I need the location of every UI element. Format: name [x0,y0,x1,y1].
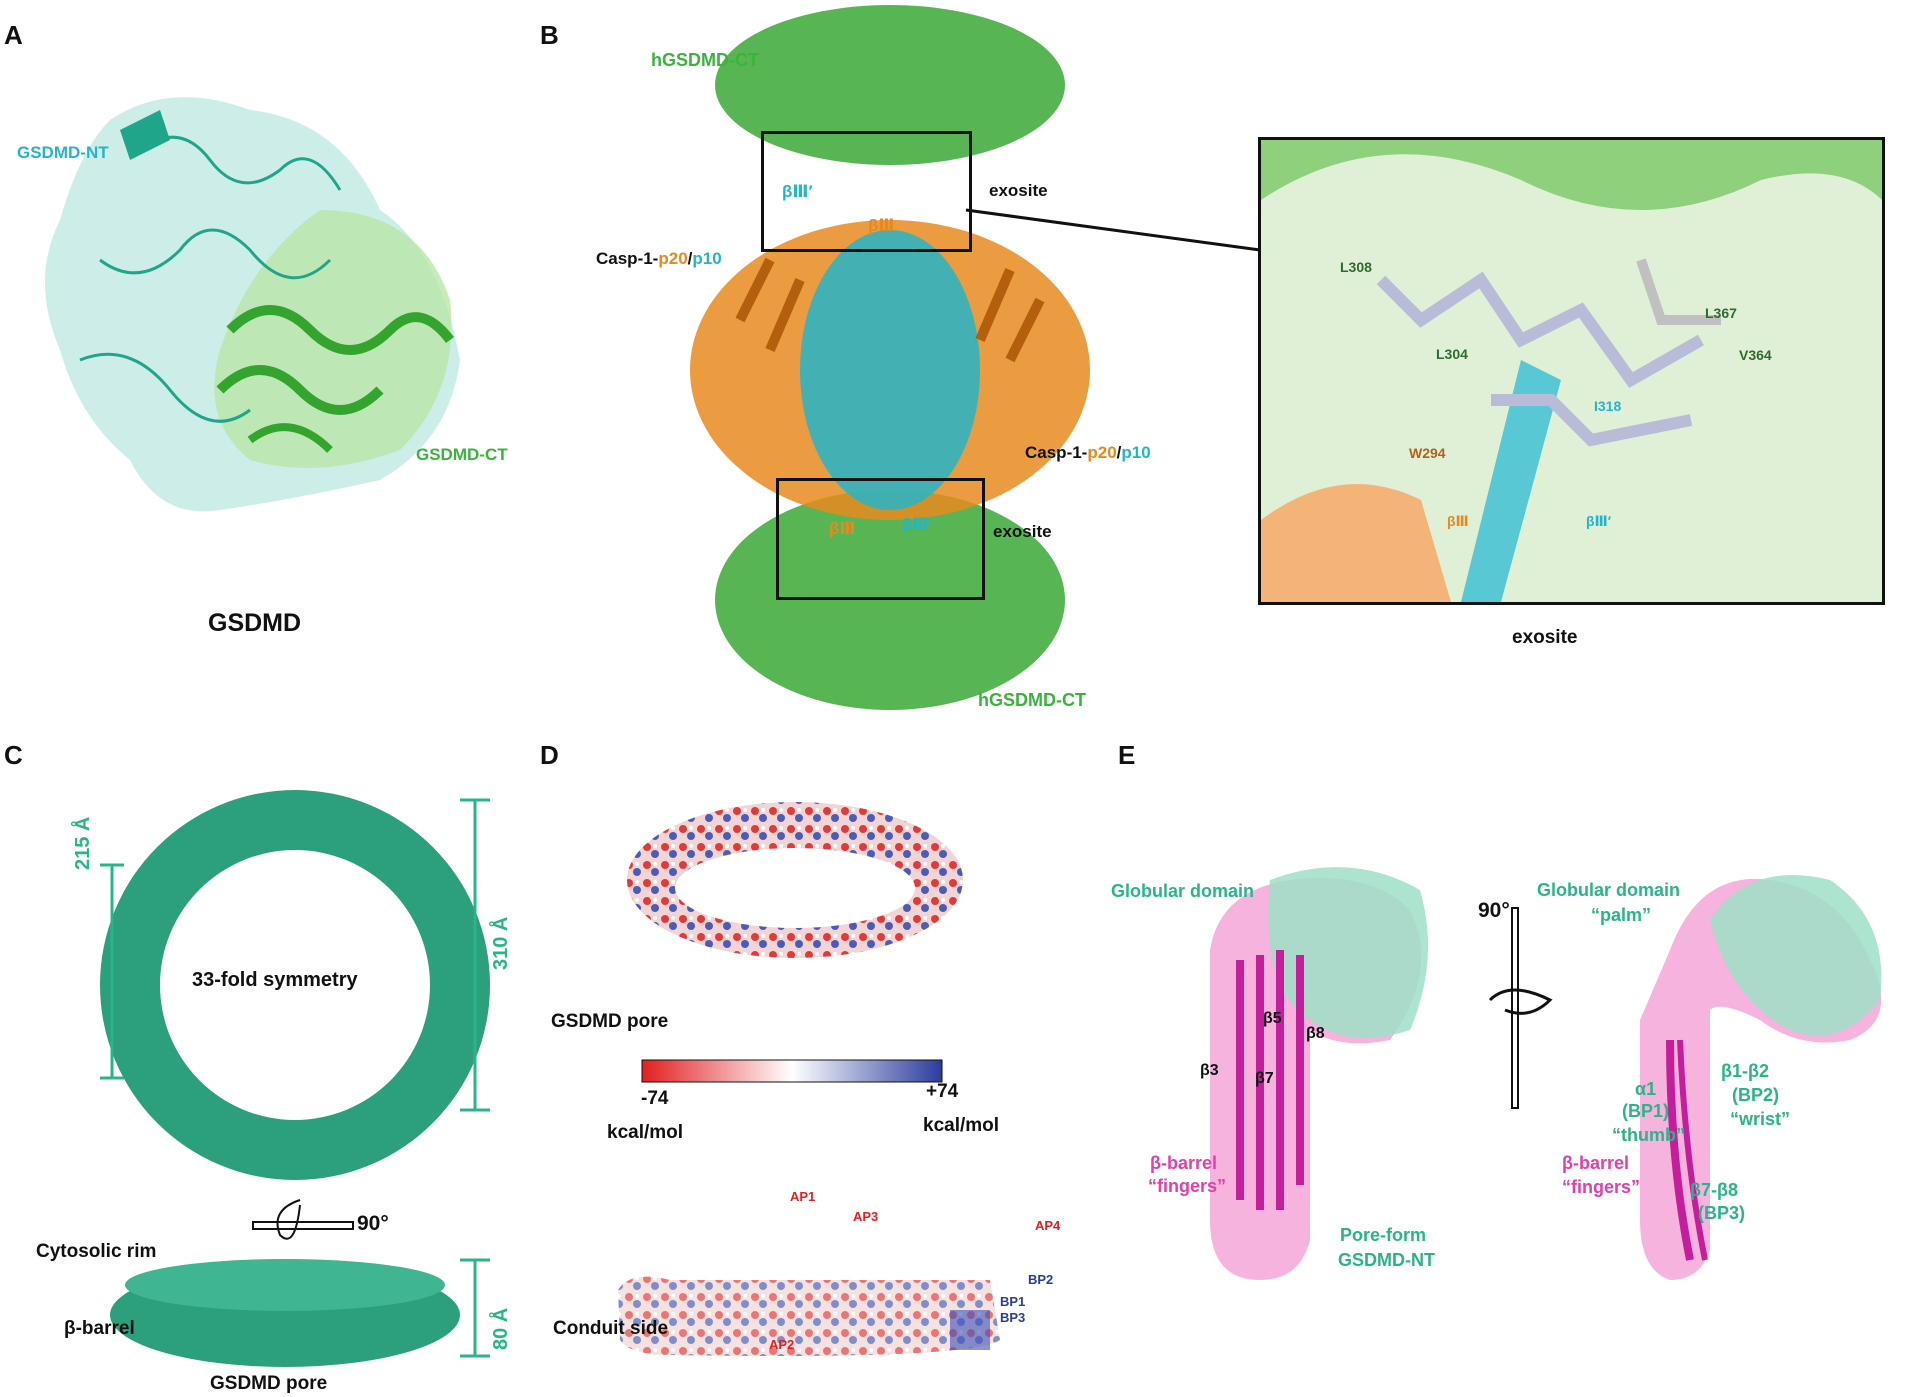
inset-beta3-prime: βⅢ′ [1586,513,1612,529]
beta-barrel-right: β-barrel [1562,1153,1630,1173]
inner-diameter-label: 215 Å [72,816,94,870]
rotation-label-e: 90° [1478,899,1510,922]
bp2-label-e: (BP2) [1732,1085,1780,1105]
beta8-label: β8 [1306,1025,1325,1042]
hgsdmd-ct-bottom-label: hGSDMD-CT [978,690,1086,710]
inset-structure [1261,140,1882,602]
symmetry-label: 33-fold symmetry [192,969,358,991]
residue-l308: L308 [1340,259,1372,275]
palm-label: “palm” [1591,905,1652,925]
ap1-label: AP1 [790,1189,816,1204]
panel-letter-e: E [1118,740,1136,770]
beta3-bottom-label: βⅢ [829,519,856,538]
beta-barrel-left: β-barrel [1150,1153,1218,1173]
inset-beta3: βⅢ [1447,513,1469,529]
inset-caption: exosite [1512,627,1578,648]
panel-letter-d: D [540,740,559,770]
gsdmd-pore-title: GSDMD pore [210,1373,328,1394]
beta3-prime-bottom-label: βⅢ′ [902,515,933,534]
ap4-label: AP4 [1035,1218,1061,1233]
bp1-label-e: (BP1) [1622,1101,1670,1121]
globular-domain-left: Globular domain [1111,881,1255,901]
residue-v364: V364 [1739,347,1772,363]
cytosolic-rim-label: Cytosolic rim [36,1241,157,1262]
fingers-right: “fingers” [1562,1177,1641,1197]
exosite-inset: L308 L304 L367 V364 I318 W294 βⅢ βⅢ′ [1258,137,1885,605]
beta-barrel-label: β-barrel [64,1318,135,1339]
bp3-label-e: (BP3) [1698,1203,1746,1223]
rotation-label: 90° [357,1212,389,1235]
bp3-label: BP3 [1000,1310,1026,1325]
residue-l367: L367 [1705,305,1737,321]
exosite-top-label: exosite [989,181,1048,200]
panel-letter-c: C [4,740,23,770]
globular-domain-right: Globular domain [1537,880,1681,900]
pore-form-label: Pore-form [1340,1225,1427,1245]
casp1-top-label: Casp-1-p20/p10 [596,249,722,268]
exosite-box-bottom [776,478,985,600]
pore-structure-image [100,790,490,1367]
caspase-complex-image [690,5,1090,710]
exosite-box-top [761,131,972,252]
hgsdmd-ct-top-label: hGSDMD-CT [651,50,759,70]
panel-letter-b: B [540,20,559,50]
thumb-label: “thumb” [1612,1125,1685,1145]
gsdmd-title: GSDMD [208,609,302,637]
panel-letter-a: A [4,20,23,50]
exosite-bottom-label: exosite [993,522,1052,541]
electrostatic-pore-image [618,802,1000,1356]
residue-i318: I318 [1594,398,1622,414]
beta7-beta8-label: β7-β8 [1690,1180,1738,1200]
wrist-label: “wrist” [1730,1109,1791,1129]
beta3-prime-top-label: βⅢ′ [782,182,813,201]
residue-l304: L304 [1436,346,1468,362]
beta7-label: β7 [1255,1070,1274,1087]
ap2-label: AP2 [769,1337,795,1352]
height-label: 80 Å [490,1307,512,1350]
residue-w294: W294 [1409,445,1446,461]
casp1-bottom-label: Casp-1-p20/p10 [1025,443,1151,462]
alpha1-label: α1 [1635,1079,1657,1099]
beta3-top-label: βⅢ [868,216,895,235]
beta5-label: β5 [1263,1010,1282,1027]
bp2-label: BP2 [1028,1272,1054,1287]
conduit-side-label: Conduit side [553,1318,669,1339]
colorbar-unit-right: kcal/mol [923,1115,1000,1136]
colorbar-unit-left: kcal/mol [607,1122,684,1143]
colorbar-min: -74 [641,1088,669,1109]
gsdmd-structure-image [45,97,460,512]
beta3-label: β3 [1200,1062,1219,1079]
outer-diameter-label: 310 Å [490,916,512,970]
bp1-label: BP1 [1000,1294,1026,1309]
gsdmd-nt-label-e: GSDMD-NT [1338,1250,1435,1270]
beta1-beta2-label: β1-β2 [1721,1061,1769,1081]
pore-form-nt-image [1210,867,1882,1280]
fingers-left: “fingers” [1148,1176,1227,1196]
gsdmd-nt-label: GSDMD-NT [17,143,109,162]
ap3-label: AP3 [853,1209,879,1224]
colorbar-max: +74 [926,1081,959,1102]
pore-surface-label: GSDMD pore [551,1011,669,1032]
gsdmd-ct-label: GSDMD-CT [416,445,508,464]
